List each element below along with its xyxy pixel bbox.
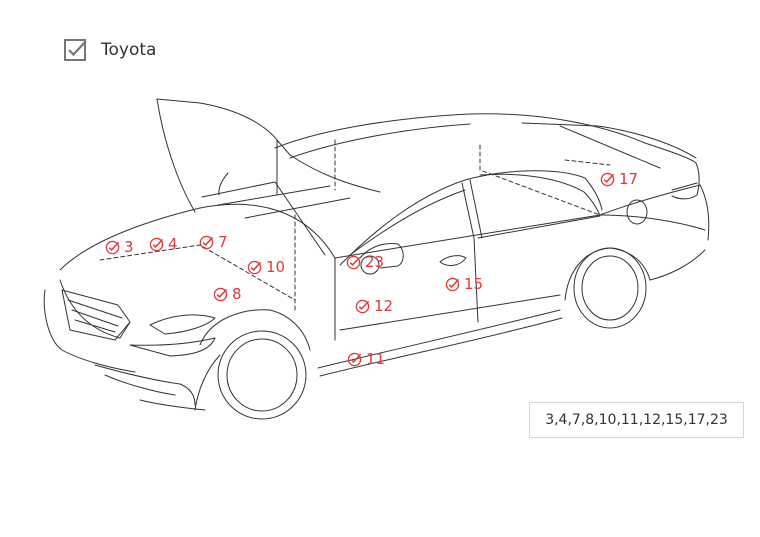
marker-10[interactable]: 10 [247, 258, 285, 276]
marker-label: 23 [365, 253, 385, 271]
check-circle-icon [213, 287, 228, 301]
check-circle-icon [445, 277, 460, 291]
brand-header: Toyota [63, 38, 156, 62]
check-circle-icon [149, 237, 164, 251]
marker-4[interactable]: 4 [149, 235, 178, 253]
check-circle-icon [346, 255, 361, 269]
check-circle-icon [600, 172, 615, 186]
marker-7[interactable]: 7 [199, 233, 228, 251]
check-circle-icon [105, 240, 120, 254]
marker-label: 10 [266, 258, 286, 276]
marker-3[interactable]: 3 [105, 238, 134, 256]
marker-label: 17 [619, 170, 639, 188]
marker-23[interactable]: 23 [346, 253, 384, 271]
marker-12[interactable]: 12 [355, 297, 393, 315]
check-circle-icon [347, 352, 362, 366]
summary-text: 3,4,7,8,10,11,12,15,17,23 [545, 412, 728, 428]
marker-label: 4 [168, 235, 178, 253]
check-circle-icon [247, 260, 262, 274]
selected-parts-summary: 3,4,7,8,10,11,12,15,17,23 [529, 402, 744, 438]
marker-label: 8 [232, 285, 242, 303]
check-circle-icon [199, 235, 214, 249]
marker-label: 12 [374, 297, 394, 315]
marker-label: 11 [366, 350, 386, 368]
marker-label: 15 [464, 275, 484, 293]
marker-17[interactable]: 17 [600, 170, 638, 188]
marker-11[interactable]: 11 [347, 350, 385, 368]
marker-15[interactable]: 15 [445, 275, 483, 293]
marker-8[interactable]: 8 [213, 285, 242, 303]
brand-label: Toyota [101, 40, 157, 60]
marker-label: 7 [218, 233, 228, 251]
checkbox-checked-icon[interactable] [63, 38, 87, 62]
marker-label: 3 [124, 238, 134, 256]
check-circle-icon [355, 299, 370, 313]
